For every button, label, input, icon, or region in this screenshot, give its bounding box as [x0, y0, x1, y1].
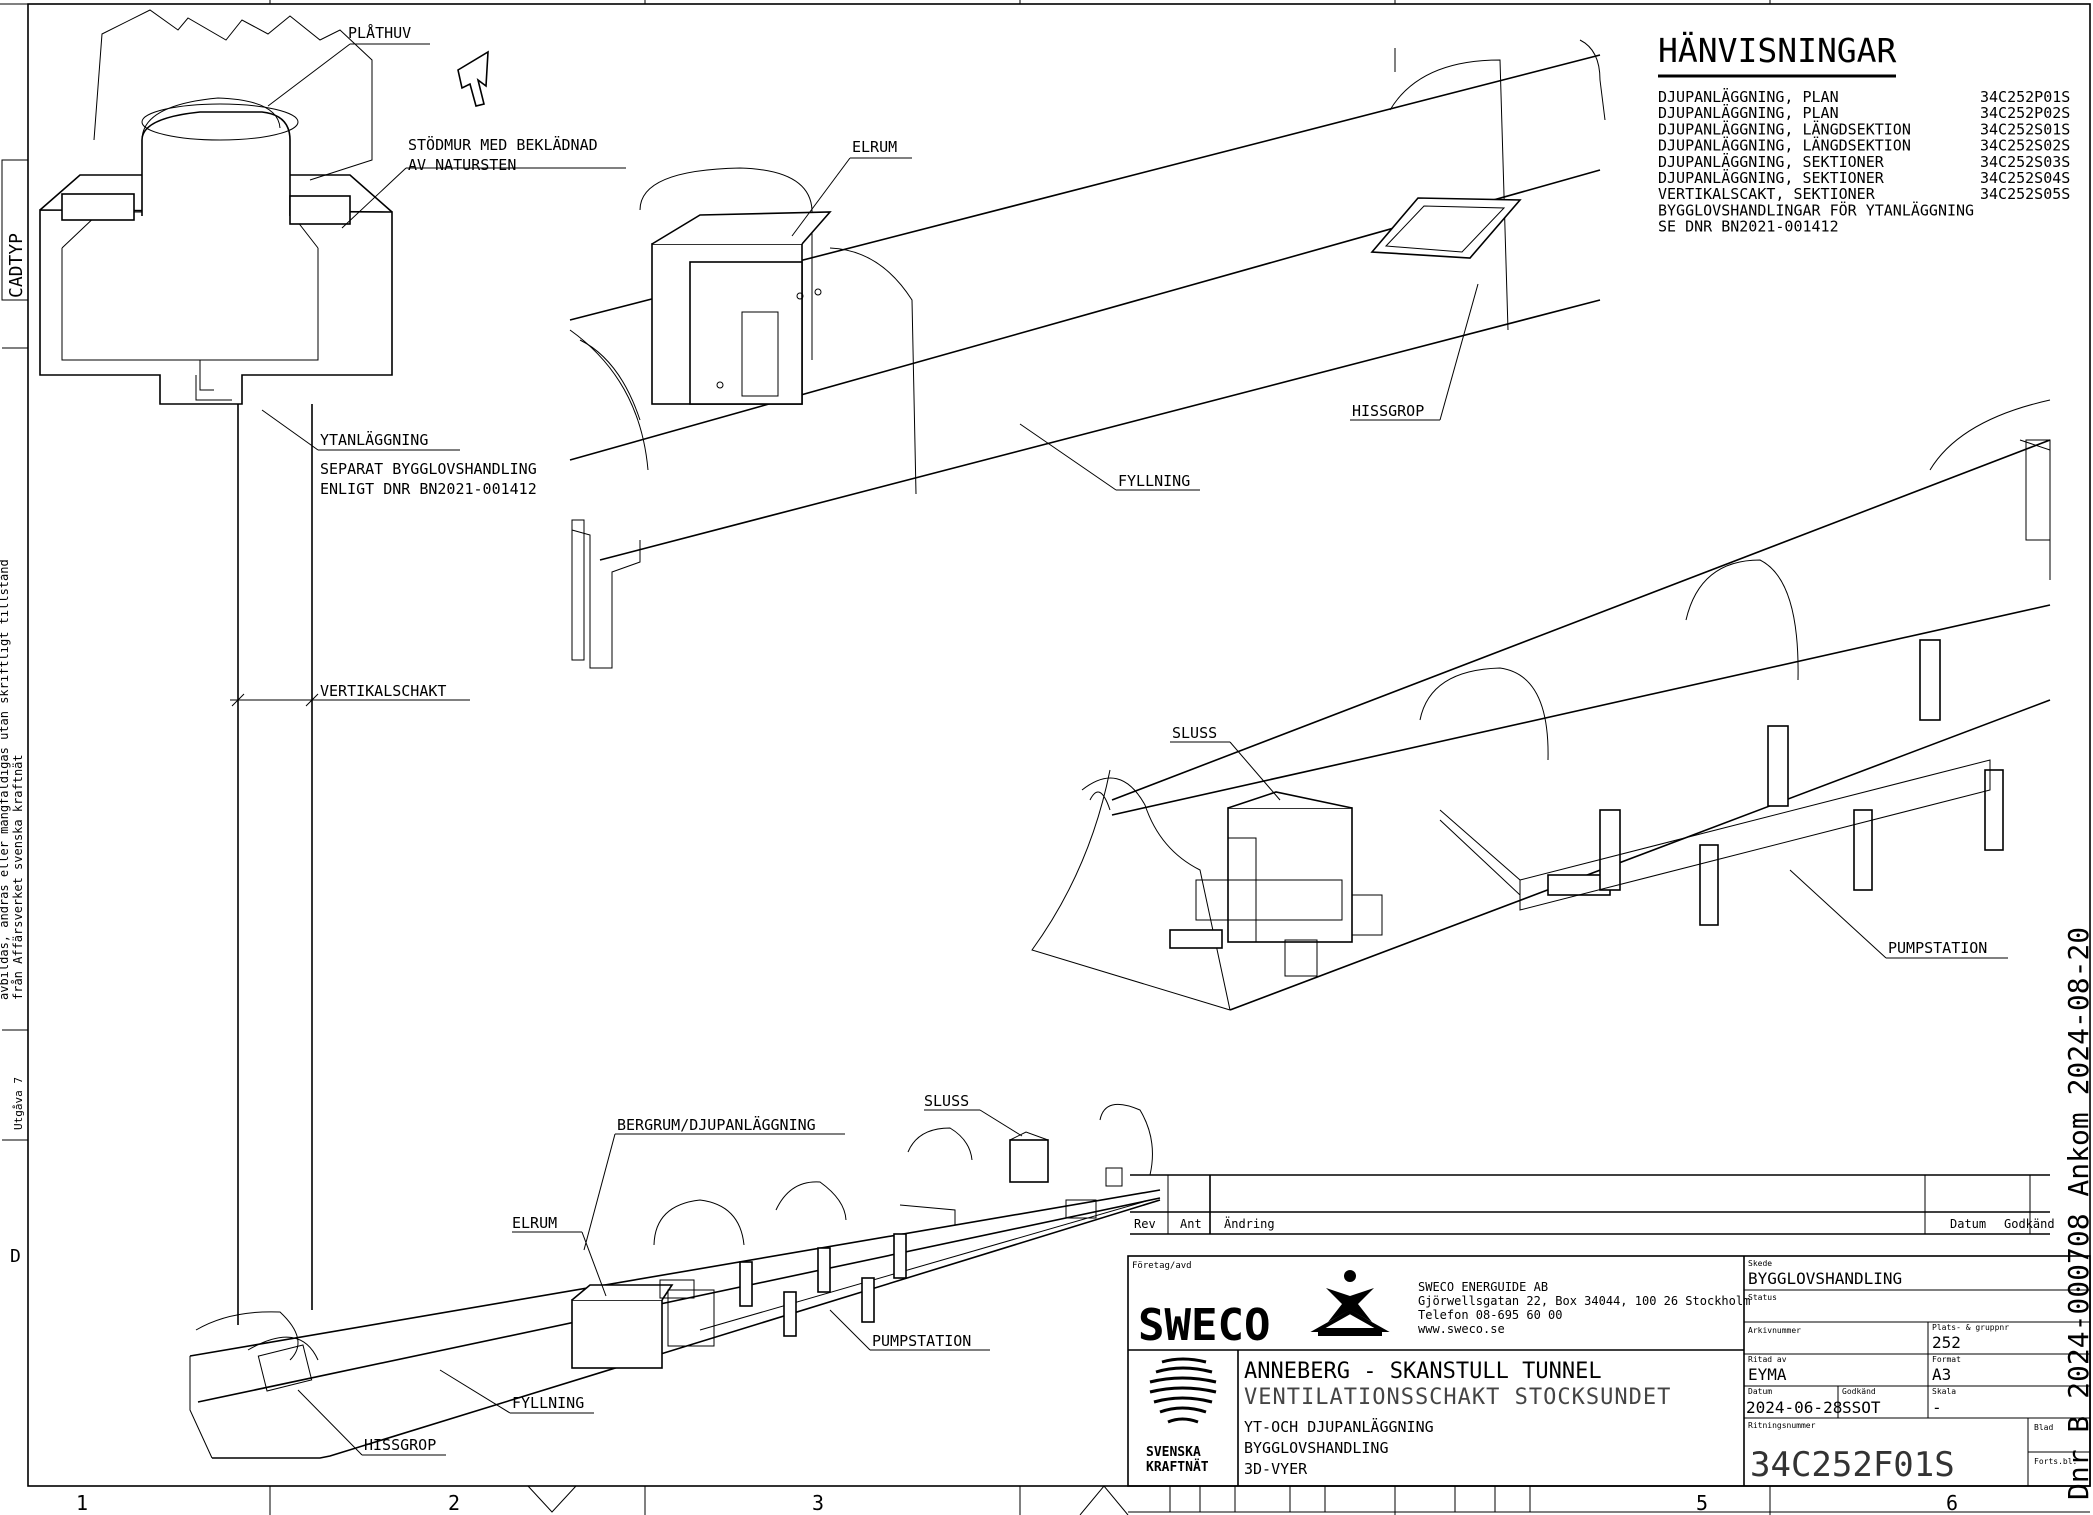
leader-lines [261, 43, 2008, 1456]
skede-label: Skede [1748, 1259, 1772, 1268]
tunnel-upper-drawing [569, 39, 1606, 669]
subproject-title: VENTILATIONSSCHAKT STOCKSUNDET [1244, 1385, 1671, 1410]
reference-text: SE DNR BN2021-001412 [1658, 218, 1839, 236]
label-plathuv: PLÅTHUV [348, 23, 411, 42]
grid-col-1: 1 [76, 1491, 88, 1515]
label-hissgrop-bottom: HISSGROP [364, 1436, 436, 1454]
label-pumpstation-right: PUMPSTATION [1888, 939, 1987, 957]
label-separat-line-2: ENLIGT DNR BN2021-001412 [320, 480, 537, 498]
skala-value: - [1932, 1398, 1942, 1417]
reference-text: BYGGLOVSHANDLINGAR FÖR YTANLÄGGNING [1658, 200, 1974, 219]
cadtyp-label: CADTYP [6, 233, 27, 298]
label-sluss-right: SLUSS [1172, 724, 1217, 742]
description-line-1: YT-OCH DJUPANLÄGGNING [1244, 1417, 1434, 1436]
label-stodmur-line-1: STÖDMUR MED BEKLÄDNAD [408, 135, 598, 154]
title-block: Företag/avd SWECO SWECO ENERGUIDE AB Gjö… [1127, 1255, 2091, 1487]
reference-code: 34C252S03S [1980, 153, 2070, 171]
north-arrow-icon [457, 50, 489, 107]
ritad-label: Ritad av [1748, 1355, 1787, 1364]
tunnel-right-drawing [1031, 399, 2051, 1011]
label-elrum-bottom: ELRUM [512, 1214, 557, 1232]
label-hissgrop-top: HISSGROP [1352, 402, 1424, 420]
arkiv-label: Arkivnummer [1748, 1326, 1801, 1335]
reference-code: 34C252P01S [1980, 88, 2070, 106]
format-value: A3 [1932, 1365, 1951, 1384]
label-bergrum: BERGRUM/DJUPANLÄGGNING [617, 1115, 816, 1134]
label-separat-line-1: SEPARAT BYGGLOVSHANDLING [320, 460, 537, 478]
ritnr-label: Ritningsnummer [1748, 1421, 1816, 1430]
owner-line-2: KRAFTNÄT [1146, 1459, 1209, 1475]
reference-code: 34C252S05S [1980, 185, 2070, 203]
ritad-value: EYMA [1748, 1365, 1787, 1384]
surface-building-drawing [39, 9, 393, 405]
datum-header: Datum [1950, 1217, 1986, 1231]
reference-code: 34C252S01S [1980, 120, 2070, 138]
ritnr-value: 34C252F01S [1750, 1445, 1955, 1485]
rev-header: Rev [1134, 1217, 1156, 1231]
reference-text: DJUPANLÄGGNING, PLAN [1658, 87, 1839, 106]
references-block: HÄNVISNINGAR DJUPANLÄGGNING, PLAN 34C252P… [1658, 31, 2070, 236]
sweco-logo-icon [1310, 1270, 1390, 1336]
description-line-3: 3D-VYER [1244, 1460, 1308, 1478]
label-ytanlaggning: YTANLÄGGNING [320, 430, 428, 449]
label-stodmur-line-2: AV NATURSTEN [408, 156, 516, 174]
skala-label: Skala [1932, 1387, 1956, 1396]
grid-row-d: D [10, 1246, 21, 1267]
status-label: Status [1748, 1293, 1777, 1302]
label-sluss-bottom: SLUSS [924, 1092, 969, 1110]
svenska-kraftnat-logo-icon [1149, 1357, 1217, 1424]
copyright-note-line-2: från Affärsverket svenska kraftnät [11, 754, 25, 1000]
project-title: ANNEBERG - SKANSTULL TUNNEL [1244, 1359, 1602, 1384]
tunnel-lower-drawing [189, 1103, 1161, 1459]
forts-label: Forts.bl. [2034, 1457, 2077, 1466]
godkand-header: Godkänd [2004, 1217, 2055, 1231]
owner-line-1: SVENSKA [1146, 1445, 1201, 1460]
blad-label: Blad [2034, 1423, 2053, 1432]
godkand-value: SSOT [1842, 1398, 1881, 1417]
reference-code: 34C252S02S [1980, 137, 2070, 155]
vertical-shaft [230, 404, 320, 1325]
label-fyllning-top: FYLLNING [1118, 472, 1190, 490]
reference-text: DJUPANLÄGGNING, LÄNGDSEKTION [1658, 119, 1911, 138]
description-line-2: BYGGLOVSHANDLING [1244, 1439, 1389, 1457]
label-elrum-top: ELRUM [852, 138, 897, 156]
reference-text: DJUPANLÄGGNING, SEKTIONER [1658, 168, 1885, 187]
reference-text: VERTIKALSCAKT, SEKTIONER [1658, 185, 1876, 203]
receipt-stamp: Dnr B 2024-000708 Ankom 2024-08-20 [2062, 927, 2093, 1500]
reference-text: DJUPANLÄGGNING, LÄNGDSEKTION [1658, 136, 1911, 155]
godkand-label: Godkänd [1842, 1387, 1876, 1396]
skede-value: BYGGLOVSHANDLING [1748, 1269, 1902, 1288]
company-phone: Telefon 08-695 60 00 [1418, 1308, 1563, 1322]
foretag-label: Företag/avd [1132, 1261, 1192, 1271]
edition-label: Utgåva 7 [12, 1077, 25, 1130]
reference-code: 34C252P02S [1980, 104, 2070, 122]
grid-col-3: 3 [812, 1491, 824, 1515]
plats-label: Plats- & gruppnr [1932, 1323, 2009, 1332]
datum-value: 2024-06-28 [1746, 1398, 1842, 1417]
copyright-note-line-1: avbildas, ändras eller mångfaldigas utan… [0, 559, 11, 1000]
plats-value: 252 [1932, 1333, 1961, 1352]
label-fyllning-bottom: FYLLNING [512, 1394, 584, 1412]
reference-code: 34C252S04S [1980, 169, 2070, 187]
reference-text: DJUPANLÄGGNING, PLAN [1658, 103, 1839, 122]
company-address: Gjörwellsgatan 22, Box 34044, 100 26 Sto… [1418, 1294, 1750, 1308]
references-list: DJUPANLÄGGNING, PLAN 34C252P01S DJUPANLÄGG… [1658, 87, 2070, 236]
company-name: SWECO ENERGUIDE AB [1418, 1280, 1548, 1294]
reference-text: DJUPANLÄGGNING, SEKTIONER [1658, 152, 1885, 171]
grid-col-2: 2 [448, 1491, 460, 1515]
grid-col-6: 6 [1946, 1491, 1958, 1515]
revision-table: Rev Ant Ändring Datum Godkänd [1130, 1174, 2055, 1235]
label-vertikalschakt: VERTIKALSCHAKT [320, 682, 446, 700]
grid-col-5: 5 [1696, 1491, 1708, 1515]
ant-header: Ant [1180, 1217, 1202, 1231]
references-title: HÄNVISNINGAR [1658, 31, 1897, 70]
label-pumpstation-bottom: PUMPSTATION [872, 1332, 971, 1350]
datum-label: Datum [1748, 1387, 1772, 1396]
format-label: Format [1932, 1355, 1961, 1364]
company-web: www.sweco.se [1418, 1322, 1505, 1336]
sweco-logo-text: SWECO [1138, 1300, 1270, 1351]
andring-header: Ändring [1224, 1216, 1275, 1231]
